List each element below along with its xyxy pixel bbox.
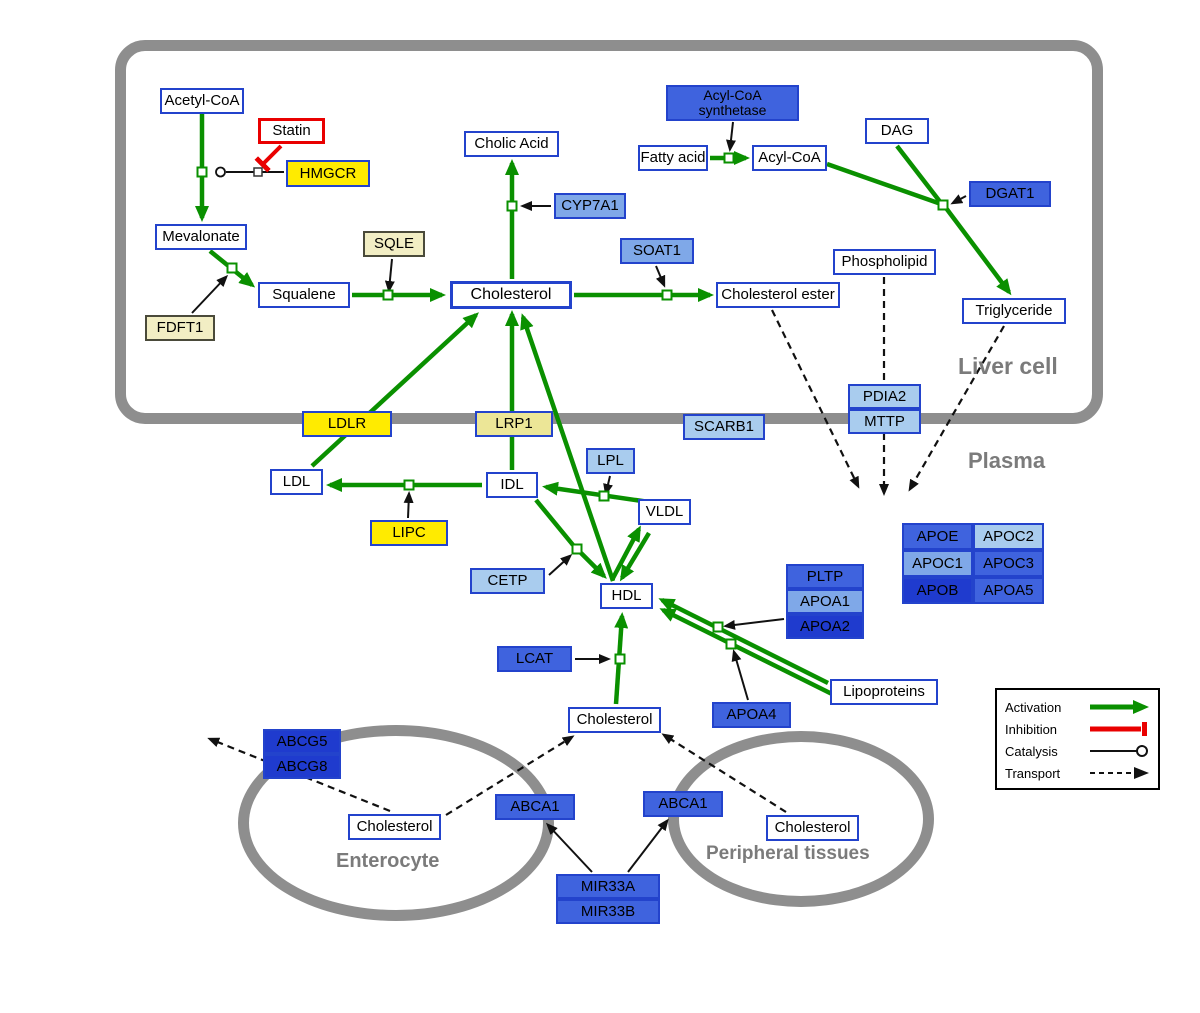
node-apoa1[interactable]: APOA1 [786, 589, 864, 614]
node-abca1_right[interactable]: ABCA1 [643, 791, 723, 817]
legend: Activation Inhibition Catalysis Transpor… [995, 688, 1160, 790]
node-acyl_coa[interactable]: Acyl-CoA [752, 145, 827, 171]
node-ldlr[interactable]: LDLR [302, 411, 392, 437]
node-cholesterol_liver[interactable]: Cholesterol [450, 281, 572, 309]
edge-lipc-catalysis [403, 491, 414, 519]
node-apoa4[interactable]: APOA4 [712, 702, 791, 728]
node-mevalonate[interactable]: Mevalonate [155, 224, 247, 250]
node-abcg5[interactable]: ABCG5 [263, 729, 341, 754]
node-mir33b[interactable]: MIR33B [556, 899, 660, 924]
node-cetp[interactable]: CETP [470, 568, 545, 594]
inhibition-tee-icon [1090, 722, 1147, 736]
node-triglyceride[interactable]: Triglyceride [962, 298, 1066, 324]
node-hdl[interactable]: HDL [600, 583, 653, 609]
edge-cetp-junction-hdl [579, 551, 607, 579]
node-apoa2[interactable]: APOA2 [786, 614, 864, 639]
node-fdft1[interactable]: FDFT1 [145, 315, 215, 341]
node-apoa5[interactable]: APOA5 [973, 577, 1044, 604]
activation-arrow-icon [1090, 700, 1149, 714]
node-acs[interactable]: Acyl-CoA synthetase [666, 85, 799, 121]
edge-lpl-catalysis [603, 475, 613, 496]
legend-catalysis-row: Catalysis [1005, 740, 1150, 762]
node-cyp7a1[interactable]: CYP7A1 [554, 193, 626, 219]
liver-cell-label: Liver cell [958, 353, 1058, 379]
liver-cell-compartment [115, 40, 1103, 424]
node-statin[interactable]: Statin [258, 118, 325, 144]
legend-inhibition-row: Inhibition [1005, 718, 1150, 740]
node-lrp1[interactable]: LRP1 [475, 411, 553, 437]
node-apoc1[interactable]: APOC1 [902, 550, 973, 577]
node-lipoproteins[interactable]: Lipoproteins [830, 679, 938, 705]
node-apoe[interactable]: APOE [902, 523, 973, 550]
edge-mir33-abca1-right [627, 818, 669, 873]
edge-cholesterol-lcat-hdl [613, 612, 629, 705]
node-dgat1[interactable]: DGAT1 [969, 181, 1051, 207]
node-cholesterol_periph[interactable]: Cholesterol [766, 815, 859, 841]
catalysis-circle-icon [1090, 745, 1148, 757]
node-mir33a[interactable]: MIR33A [556, 874, 660, 899]
edge-hdl-vldl [610, 525, 641, 582]
node-cholic_acid[interactable]: Cholic Acid [464, 131, 559, 157]
node-lipc[interactable]: LIPC [370, 520, 448, 546]
edge-cetp-catalysis [548, 553, 573, 576]
node-ldl[interactable]: LDL [270, 469, 323, 495]
edge-idl-cetp-junction [534, 498, 575, 547]
plasma-label: Plasma [968, 448, 1046, 473]
node-squalene[interactable]: Squalene [258, 282, 350, 308]
enterocyte-label: Enterocyte [336, 850, 440, 872]
node-abca1_left[interactable]: ABCA1 [495, 794, 575, 820]
node-phospholipid[interactable]: Phospholipid [833, 249, 936, 275]
peripheral-tissues-label: Peripheral tissues [706, 843, 870, 864]
edge-vldl-idl [542, 481, 650, 505]
node-pdia2[interactable]: PDIA2 [848, 384, 921, 409]
peripheral-tissues-compartment [668, 731, 934, 907]
node-fatty_acid[interactable]: Fatty acid [638, 145, 708, 171]
node-soat1[interactable]: SOAT1 [620, 238, 694, 264]
node-apoc2[interactable]: APOC2 [973, 523, 1044, 550]
node-sqle[interactable]: SQLE [363, 231, 425, 257]
node-vldl[interactable]: VLDL [638, 499, 691, 525]
node-lpl[interactable]: LPL [586, 448, 635, 474]
node-apob[interactable]: APOB [902, 577, 973, 604]
node-abcg8[interactable]: ABCG8 [263, 754, 341, 779]
node-chol_ester[interactable]: Cholesterol ester [716, 282, 840, 308]
legend-activation-row: Activation [1005, 696, 1150, 718]
node-pltp[interactable]: PLTP [786, 564, 864, 589]
node-cholesterol_plasma[interactable]: Cholesterol [568, 707, 661, 733]
edge-mir33-abca1-left [545, 822, 593, 873]
node-idl[interactable]: IDL [486, 472, 538, 498]
edge-vldl-hdl [619, 531, 651, 582]
node-dag[interactable]: DAG [865, 118, 929, 144]
legend-catalysis-label: Catalysis [1005, 743, 1058, 759]
node-hmgcr[interactable]: HMGCR [286, 160, 370, 187]
node-lcat[interactable]: LCAT [497, 646, 572, 672]
legend-inhibition-label: Inhibition [1005, 721, 1058, 737]
node-scarb1[interactable]: SCARB1 [683, 414, 765, 440]
legend-activation-label: Activation [1005, 699, 1062, 715]
transport-arrow-icon [1090, 767, 1149, 779]
node-acetyl_coa[interactable]: Acetyl-CoA [160, 88, 244, 114]
legend-transport-label: Transport [1005, 765, 1061, 781]
legend-transport-row: Transport [1005, 762, 1150, 784]
node-cholesterol_entero[interactable]: Cholesterol [348, 814, 441, 840]
node-apoc3[interactable]: APOC3 [973, 550, 1044, 577]
edge-apoa-catalysis [723, 618, 785, 630]
edge-apoa4-catalysis [731, 649, 749, 701]
node-mttp[interactable]: MTTP [848, 409, 921, 434]
